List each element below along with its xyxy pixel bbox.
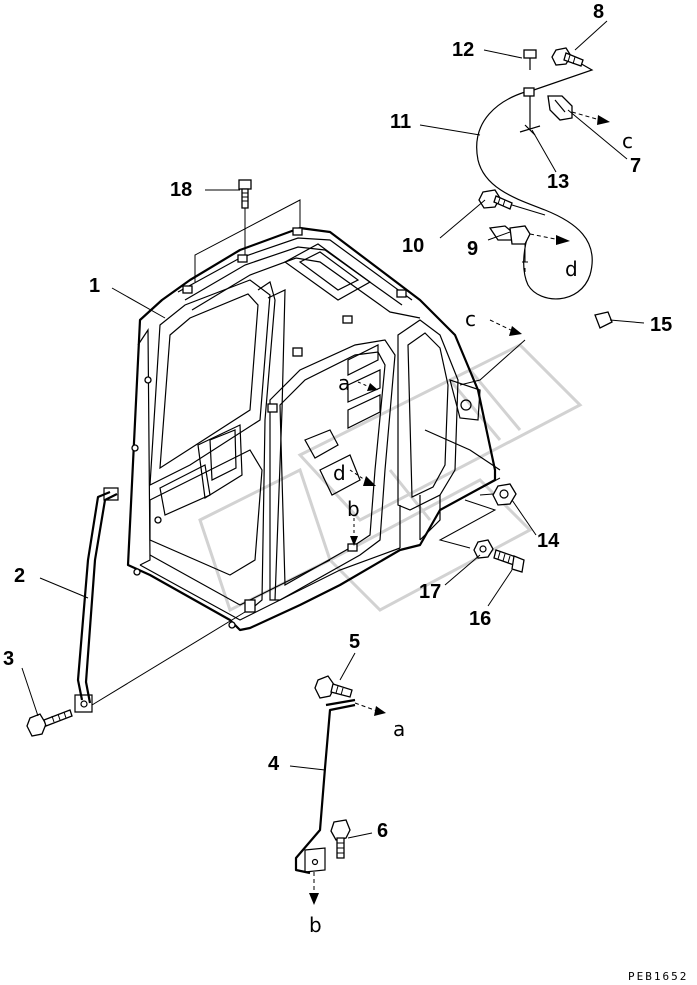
callout-13: 13 (547, 171, 569, 193)
watermark-logo (198, 343, 583, 613)
nut-17 (473, 539, 494, 559)
arrow-b-on-cab (350, 518, 358, 546)
callout-8: 8 (593, 1, 604, 23)
callout-14: 14 (537, 530, 560, 552)
letter-c-harness: c (622, 129, 633, 153)
letter-d-cab: d (333, 461, 346, 485)
nut-14 (479, 483, 517, 506)
callout-11: 11 (390, 111, 411, 133)
callout-numbers: 1 2 3 4 5 6 7 8 9 10 11 12 13 14 15 16 1… (3, 1, 672, 842)
letter-b-cab: b (347, 497, 360, 521)
callout-5: 5 (349, 631, 360, 653)
callout-7: 7 (630, 155, 641, 177)
bolt-5 (314, 675, 353, 699)
connection-letters: c d c a d b a b (309, 129, 633, 937)
callout-3: 3 (3, 648, 14, 670)
harness-11 (476, 61, 594, 300)
bolt-16 (493, 549, 525, 573)
leader-2-to-cab (91, 611, 246, 706)
leader-17-16-bracket (438, 477, 501, 549)
bolt-3 (26, 709, 73, 737)
cab-frame (126, 226, 501, 632)
bolt-18 (238, 179, 252, 209)
clip-15 (594, 311, 613, 329)
leader-18-bracket (194, 199, 301, 282)
callout-16: 16 (469, 608, 491, 630)
callout-4: 4 (268, 753, 280, 775)
callout-1: 1 (89, 275, 100, 297)
callout-10: 10 (402, 235, 424, 257)
callout-6: 6 (377, 820, 388, 842)
callout-9: 9 (467, 238, 478, 260)
connector-7 (547, 95, 610, 125)
arrow-c-on-cab (459, 319, 526, 386)
callout-2: 2 (14, 565, 25, 587)
drawing-code: PEB1652 (628, 970, 688, 983)
arrow-a-on-cab (357, 381, 378, 391)
bolt-8 (551, 47, 584, 67)
rod-4 (294, 698, 356, 875)
connector-9 (488, 225, 570, 272)
stay-rod-2 (74, 487, 119, 713)
callout-18: 18 (170, 179, 192, 201)
pin-12 (523, 49, 537, 97)
letter-c-cab: c (465, 307, 476, 331)
bolt-6 (330, 819, 351, 859)
bolt-10 (478, 189, 546, 216)
callout-17: 17 (419, 581, 441, 603)
letter-a-bracket: a (393, 717, 405, 741)
callout-15: 15 (650, 314, 672, 336)
arrow-b-from-rod (309, 872, 319, 905)
callout-12: 12 (452, 39, 474, 61)
letter-d-harness: d (565, 257, 578, 281)
arrow-d-on-cab (349, 469, 376, 486)
leader-lines (21, 20, 645, 839)
arrow-a-from-rod (354, 702, 386, 716)
letter-b-bracket: b (309, 913, 322, 937)
letter-a-cab: a (338, 371, 350, 395)
